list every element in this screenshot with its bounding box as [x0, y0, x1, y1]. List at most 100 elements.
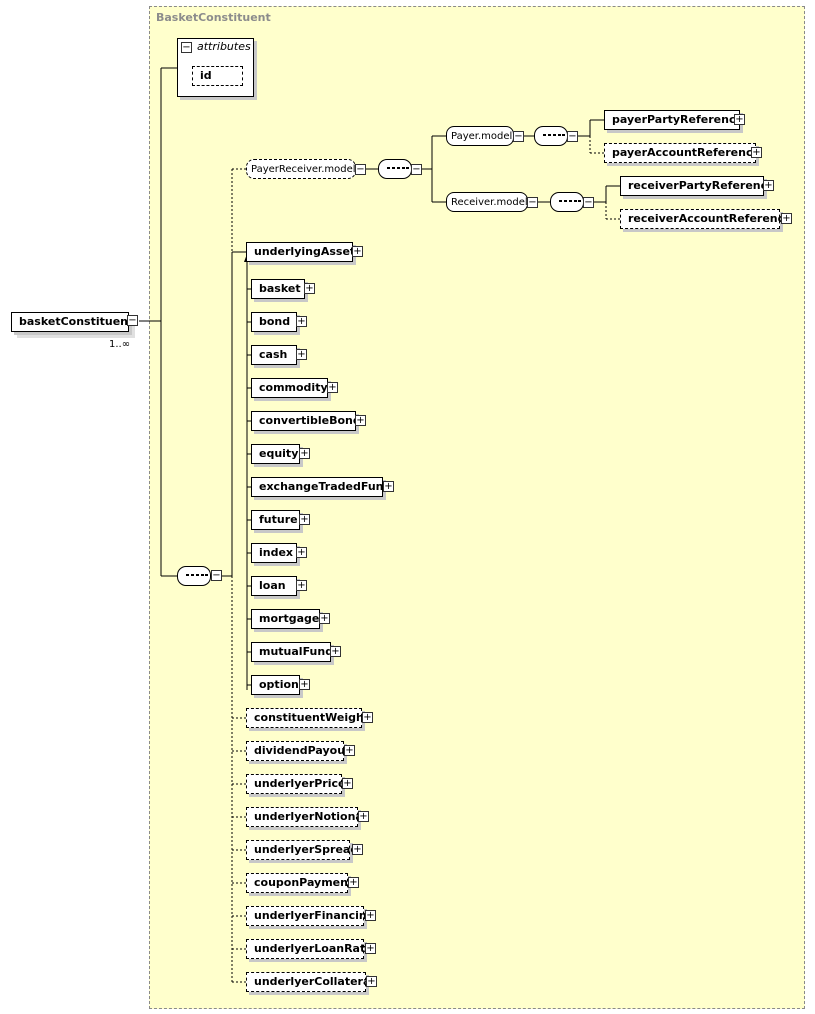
underlying-asset-label: underlyingAsset: [254, 245, 356, 258]
expand-loan-icon[interactable]: +: [296, 580, 307, 591]
expand-index-icon[interactable]: +: [296, 547, 307, 558]
expand-underlyer-loan-rate-icon[interactable]: +: [365, 943, 376, 954]
expand-future-icon[interactable]: +: [299, 514, 310, 525]
collapse-root-icon[interactable]: −: [127, 315, 138, 326]
substitution-option[interactable]: option: [251, 675, 300, 695]
expand-underlyer-financing-icon[interactable]: +: [365, 910, 376, 921]
substitution-label: option: [259, 678, 299, 691]
expand-bond-icon[interactable]: +: [296, 316, 307, 327]
payer-receiver-model[interactable]: PayerReceiver.model: [246, 159, 356, 179]
payer-receiver-sequence[interactable]: [378, 159, 412, 179]
underlyer-collateral[interactable]: underlyerCollateral: [246, 972, 374, 992]
expand-coupon-payment-icon[interactable]: +: [348, 877, 359, 888]
payer-model[interactable]: Payer.model: [446, 126, 514, 146]
collapse-main-sequence-icon[interactable]: −: [211, 570, 222, 581]
root-label: basketConstituent: [19, 315, 134, 328]
group-title: BasketConstituent: [156, 11, 271, 24]
expand-underlyer-collateral-icon[interactable]: +: [366, 976, 377, 987]
payer-receiver-label: PayerReceiver.model: [251, 164, 356, 175]
collapse-attributes-icon[interactable]: −: [181, 42, 192, 53]
substitution-mutual-fund[interactable]: mutualFund: [251, 642, 334, 662]
root-element[interactable]: basketConstituent: [11, 312, 133, 332]
expand-mortgage-icon[interactable]: +: [319, 613, 330, 624]
constituent-weight-label: constituentWeight: [254, 711, 370, 724]
constituent-weight[interactable]: constituentWeight: [246, 708, 369, 728]
dividend-payout[interactable]: dividendPayout: [246, 741, 350, 761]
expand-underlyer-notional-icon[interactable]: +: [358, 811, 369, 822]
substitution-cash[interactable]: cash: [251, 345, 297, 365]
substitution-label: convertibleBond: [259, 414, 361, 427]
underlyer-price-label: underlyerPrice: [254, 777, 346, 790]
substitution-label: mortgage: [259, 612, 320, 625]
expand-constituent-weight-icon[interactable]: +: [362, 712, 373, 723]
receiver-sequence[interactable]: [550, 192, 584, 212]
substitution-label: exchangeTradedFund: [259, 480, 392, 493]
underlying-asset[interactable]: underlyingAsset: [246, 242, 356, 262]
root-cardinality: 1..∞: [109, 339, 131, 350]
underlyer-price[interactable]: underlyerPrice: [246, 774, 346, 794]
expand-convertible-bond-icon[interactable]: +: [355, 415, 366, 426]
substitution-label: future: [259, 513, 298, 526]
main-sequence[interactable]: [177, 566, 211, 586]
expand-commodity-icon[interactable]: +: [327, 382, 338, 393]
collapse-receiver-model-icon[interactable]: −: [527, 197, 538, 208]
substitution-label: loan: [259, 579, 286, 592]
substitution-convertible-bond[interactable]: convertibleBond: [251, 411, 361, 431]
expand-equity-icon[interactable]: +: [299, 448, 310, 459]
attributes-title: attributes: [197, 40, 251, 53]
underlyer-financing[interactable]: underlyerFinancing: [246, 906, 375, 926]
expand-receiver-account-reference-icon[interactable]: +: [781, 213, 792, 224]
sequence-icon: [543, 134, 565, 136]
coupon-payment[interactable]: couponPayment: [246, 873, 353, 893]
expand-mutual-fund-icon[interactable]: +: [330, 646, 341, 657]
underlyer-collateral-label: underlyerCollateral: [254, 975, 375, 988]
underlyer-notional-label: underlyerNotional: [254, 810, 367, 823]
expand-underlyer-spread-icon[interactable]: +: [352, 844, 363, 855]
substitution-mortgage[interactable]: mortgage: [251, 609, 320, 629]
payer-account-reference[interactable]: payerAccountReference: [604, 143, 760, 163]
underlyer-loan-rate[interactable]: underlyerLoanRate: [246, 939, 373, 959]
receiver-account-reference[interactable]: receiverAccountReference: [620, 209, 792, 229]
expand-dividend-payout-icon[interactable]: +: [344, 745, 355, 756]
expand-exchange-traded-fund-icon[interactable]: +: [383, 481, 394, 492]
expand-receiver-party-reference-icon[interactable]: +: [763, 180, 774, 191]
substitution-index[interactable]: index: [251, 543, 297, 563]
expand-payer-account-reference-icon[interactable]: +: [751, 147, 762, 158]
collapse-payer-model-icon[interactable]: −: [513, 131, 524, 142]
underlyer-notional[interactable]: underlyerNotional: [246, 807, 367, 827]
substitution-future[interactable]: future: [251, 510, 300, 530]
collapse-payer-receiver-icon[interactable]: −: [355, 164, 366, 175]
expand-option-icon[interactable]: +: [299, 679, 310, 690]
substitution-label: equity: [259, 447, 299, 460]
expand-underlyer-price-icon[interactable]: +: [342, 778, 353, 789]
underlyer-spread-label: underlyerSpread: [254, 843, 359, 856]
substitution-equity[interactable]: equity: [251, 444, 300, 464]
collapse-receiver-sequence-icon[interactable]: −: [583, 197, 594, 208]
payer-party-reference[interactable]: payerPartyReference: [604, 110, 743, 130]
payer-sequence[interactable]: [534, 126, 568, 146]
payer-account-reference-label: payerAccountReference: [612, 146, 760, 159]
substitution-label: index: [259, 546, 294, 559]
collapse-payer-sequence-icon[interactable]: −: [567, 131, 578, 142]
substitution-label: mutualFund: [259, 645, 334, 658]
underlyer-spread[interactable]: underlyerSpread: [246, 840, 358, 860]
substitution-commodity[interactable]: commodity: [251, 378, 328, 398]
substitution-loan[interactable]: loan: [251, 576, 297, 596]
attribute-id[interactable]: id: [192, 66, 243, 86]
expand-cash-icon[interactable]: +: [296, 349, 307, 360]
receiver-party-reference[interactable]: receiverPartyReference: [620, 176, 775, 196]
substitution-label: bond: [259, 315, 291, 328]
substitution-exchange-traded-fund[interactable]: exchangeTradedFund: [251, 477, 391, 497]
collapse-payer-receiver-sequence-icon[interactable]: −: [411, 164, 422, 175]
receiver-model-label: Receiver.model: [451, 197, 528, 208]
substitution-basket[interactable]: basket: [251, 279, 305, 299]
payer-party-reference-label: payerPartyReference: [612, 113, 743, 126]
expand-payer-party-reference-icon[interactable]: +: [734, 114, 745, 125]
substitution-bond[interactable]: bond: [251, 312, 297, 332]
receiver-model[interactable]: Receiver.model: [446, 192, 528, 212]
expand-underlying-asset-icon[interactable]: +: [352, 246, 363, 257]
sequence-icon: [387, 167, 409, 169]
receiver-account-reference-label: receiverAccountReference: [628, 212, 792, 225]
expand-basket-icon[interactable]: +: [304, 283, 315, 294]
